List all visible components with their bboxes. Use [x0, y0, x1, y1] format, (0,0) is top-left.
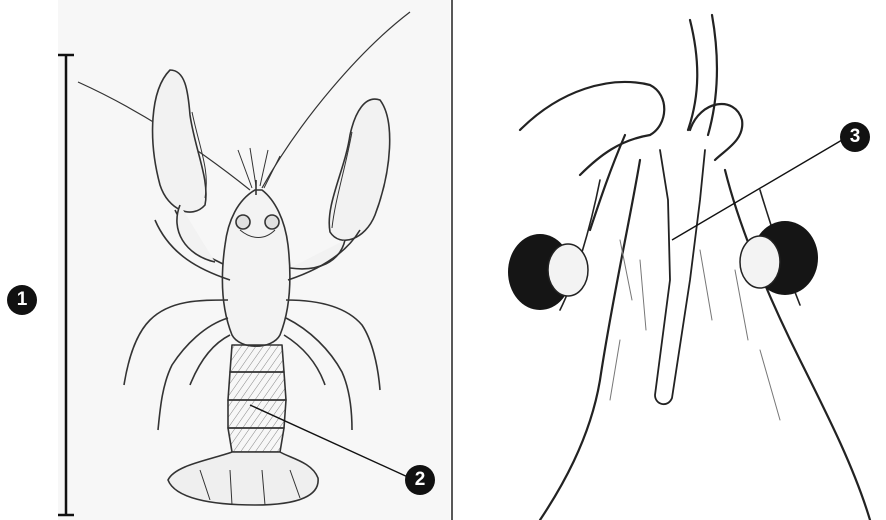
- left-eye-stalk: [548, 244, 588, 296]
- right-eye-stalk: [740, 236, 780, 288]
- callout-marker-3: 3: [840, 122, 870, 152]
- leader-line-3: [672, 140, 842, 240]
- callout-marker-2: 2: [405, 465, 435, 495]
- callout-marker-1: 1: [7, 285, 37, 315]
